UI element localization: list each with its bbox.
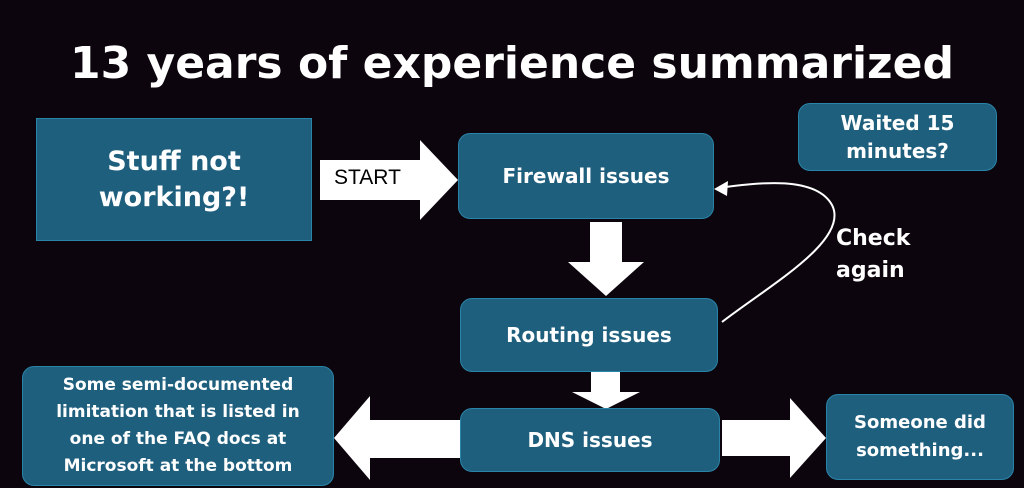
node-waited-15-minutes: Waited 15 minutes? [798, 103, 997, 171]
node-someone-did-something: Someone did something... [826, 394, 1014, 480]
start-arrow [320, 140, 458, 220]
node-firewall-issues: Firewall issues [458, 133, 714, 219]
node-someone-line2: something... [856, 440, 984, 461]
node-stuff-not-working-line2: working?! [98, 181, 250, 213]
node-limitation-line4: Microsoft at the bottom [63, 456, 293, 476]
node-stuff-not-working-line1: Stuff not [107, 145, 241, 177]
node-stuff-not-working: Stuff not working?! [36, 118, 312, 241]
dns-to-someone-arrow [722, 398, 826, 478]
start-label: START [334, 166, 401, 189]
node-semi-documented-limitation: Some semi-documented limitation that is … [22, 366, 334, 486]
node-waited-line1: Waited 15 [840, 111, 955, 135]
dns-to-limitation-arrow [334, 396, 460, 480]
routing-to-dns-arrow [572, 372, 640, 409]
node-routing-issues-label: Routing issues [506, 323, 672, 347]
node-limitation-line3: one of the FAQ docs at [69, 429, 287, 449]
node-limitation-line2: limitation that is listed in [56, 402, 300, 422]
check-again-loop-arrowhead [714, 181, 728, 196]
firewall-to-routing-arrow [568, 222, 644, 296]
node-routing-issues: Routing issues [460, 298, 718, 372]
check-again-loop [717, 182, 836, 323]
node-waited-line2: minutes? [846, 139, 949, 163]
check-again-line2: again [836, 258, 905, 283]
diagram-title: 13 years of experience summarized [69, 38, 955, 89]
node-firewall-issues-label: Firewall issues [502, 164, 670, 188]
node-dns-issues: DNS issues [460, 408, 720, 472]
node-limitation-line1: Some semi-documented [62, 375, 294, 395]
check-again-label: Check again [836, 223, 910, 287]
node-dns-issues-label: DNS issues [527, 428, 653, 452]
node-someone-line1: Someone did [854, 412, 986, 433]
check-again-line1: Check [836, 226, 911, 251]
